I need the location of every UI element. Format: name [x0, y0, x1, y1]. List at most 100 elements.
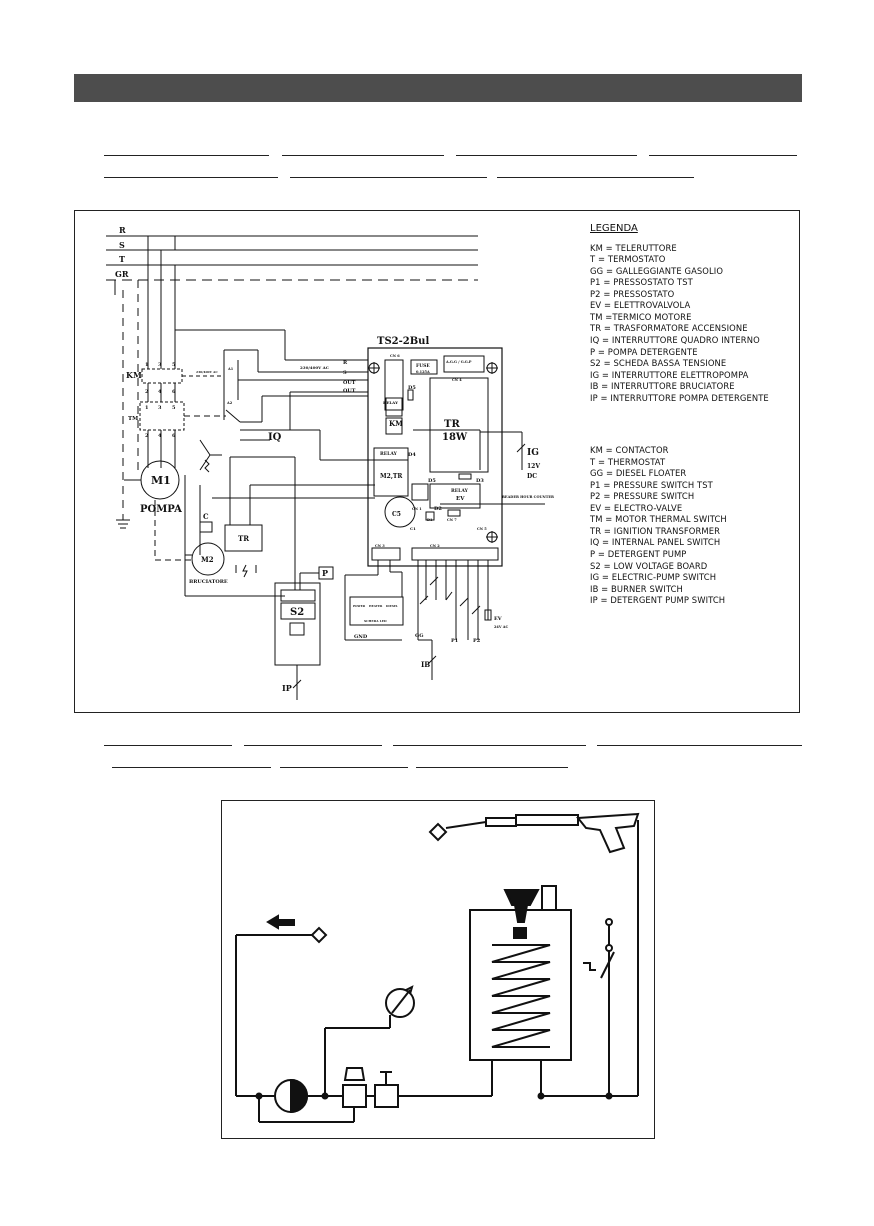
text-rule — [104, 155, 269, 156]
a1-label: A1 — [227, 367, 234, 371]
legend-en-item: P1 = PRESSURE SWITCH TST — [590, 480, 714, 490]
pompa-label: POMPA — [140, 504, 182, 515]
ev-label: EV — [494, 616, 502, 622]
spray-gun-icon — [576, 812, 640, 854]
line-s-label: S — [119, 240, 125, 250]
out2-label: OUT — [343, 388, 356, 394]
gg-label: GG — [415, 633, 424, 639]
m2-label: M2 — [201, 555, 214, 564]
legend-english: KM = CONTACTOR T = THERMOSTAT GG = DIESE… — [589, 445, 727, 605]
text-rule — [280, 767, 408, 768]
d5-label: D5 — [408, 385, 416, 391]
v12-label: 12V — [527, 463, 540, 470]
reader-label: READER HOUR COUNTER — [502, 495, 554, 499]
line-t-label: T — [119, 254, 125, 264]
legend-it-item: IG = INTERRUTTORE ELETTROPOMPA — [590, 370, 749, 380]
relay-ev-label: RELAY — [451, 488, 469, 494]
cn2-label: CN 2 — [430, 544, 440, 548]
legend-it-item: KM = TELERUTTORE — [590, 243, 677, 253]
d2-label: D2 — [434, 506, 442, 512]
bruciatore-label: BRUCIATORE — [189, 579, 228, 585]
out1-label: OUT — [343, 380, 356, 386]
km-label: KM — [126, 370, 142, 380]
km-box-label: KM — [389, 419, 403, 428]
tr-big-label: TR — [444, 419, 460, 430]
text-rule — [416, 767, 568, 768]
a2-label: A2 — [226, 401, 233, 405]
nozzle-icon — [428, 822, 448, 842]
legend-en-item: P = DETERGENT PUMP — [590, 549, 686, 559]
cn4-label: CN 4 — [452, 378, 462, 382]
cn6-label: CN 6 — [390, 354, 400, 358]
text-rule — [597, 745, 802, 746]
d1-label: D1 — [427, 518, 433, 522]
cn5-label: CN 5 — [477, 527, 487, 531]
legend-en-item: IB = BURNER SWITCH — [590, 584, 683, 594]
legend-it-item: P1 = PRESSOSTATO TST — [590, 277, 694, 287]
legend-en-item: IG = ELECTRIC-PUMP SWITCH — [590, 572, 716, 582]
legend-en-item: TR = IGNITION TRANSFORMER — [589, 526, 720, 536]
p2-label: P2 — [473, 638, 481, 644]
r-pin-label: R — [343, 360, 348, 366]
pressure-gauge-icon — [385, 988, 415, 1018]
led-power-label: POWER — [353, 604, 366, 608]
legend-en-item: T = THERMOSTAT — [589, 457, 666, 467]
p1-label: P1 — [451, 638, 458, 644]
text-rule — [112, 767, 271, 768]
relay-m2-label: RELAY — [380, 451, 398, 457]
hydraulic-circuit — [235, 812, 640, 1123]
cn1-label: CN 1 — [412, 507, 422, 511]
s-pin-label: S — [343, 370, 347, 376]
fuse-rating: 0.125A — [416, 370, 430, 374]
heating-coil-icon — [491, 944, 551, 1048]
cn3-label: CN 3 — [375, 544, 385, 548]
led-heater-label: HEATER — [369, 604, 383, 608]
km-pin1: 1 — [145, 362, 148, 368]
s2-label: S2 — [290, 607, 304, 618]
d4-label: D4 — [408, 452, 416, 458]
legend-en-item: P2 = PRESSURE SWITCH — [590, 491, 694, 501]
m2tr-box-label: M2,TR — [380, 473, 403, 480]
outlet-arrow-icon — [266, 914, 295, 930]
text-rule — [456, 155, 637, 156]
legend-it-item: IP = INTERRUTTORE POMPA DETERGENTE — [590, 393, 769, 403]
legend-it-item: S2 = SCHEDA BASSA TENSIONE — [590, 358, 726, 368]
wiring-diagram-frame — [74, 210, 800, 713]
tm-pin1: 1 — [145, 405, 148, 411]
tm-pin5: 5 — [172, 405, 176, 411]
iq-label: IQ — [268, 432, 282, 443]
board-title: TS2-2Bul — [377, 336, 429, 347]
c5-label: C5 — [392, 511, 401, 518]
dc-label: DC — [527, 473, 537, 480]
tm-pin4: 4 — [158, 433, 162, 439]
text-rule — [290, 177, 487, 178]
tm-label: TM — [128, 416, 138, 422]
tr-label: TR — [238, 534, 249, 543]
ig-label: IG — [527, 448, 539, 458]
legend-en-item: GG = DIESEL FLOATER — [590, 468, 686, 478]
legend-en-item: KM = CONTACTOR — [590, 445, 669, 455]
m1-label: M1 — [151, 474, 171, 487]
line-r-label: R — [119, 225, 126, 235]
c-label: C — [203, 512, 209, 521]
km-pin5: 5 — [172, 362, 176, 368]
v230-label: 230/400V AC — [300, 365, 329, 370]
legend-it-item: IQ = INTERRUTTORE QUADRO INTERNO — [590, 335, 760, 345]
p-label: P — [322, 568, 328, 578]
d5b-label: D5 — [428, 478, 436, 484]
legend-en-item: S2 = LOW VOLTAGE BOARD — [590, 561, 707, 571]
text-rule — [104, 177, 278, 178]
ev-box-label: EV — [456, 496, 465, 502]
v24-label: 24V AC — [494, 625, 509, 629]
km-pin6: 6 — [172, 389, 176, 395]
safety-valve-icon — [374, 1084, 399, 1108]
text-rule — [244, 745, 382, 746]
legend-en-item: TM = MOTOR THERMAL SWITCH — [589, 514, 727, 524]
scheda-led-label: SCHEDA LED — [364, 619, 387, 623]
text-rule — [497, 177, 694, 178]
tm-pin3: 3 — [158, 405, 162, 411]
v230b-label: 230/400V AC — [196, 370, 218, 374]
tm-pin6: 6 — [172, 433, 176, 439]
tr-watt-label: 18W — [442, 432, 468, 443]
